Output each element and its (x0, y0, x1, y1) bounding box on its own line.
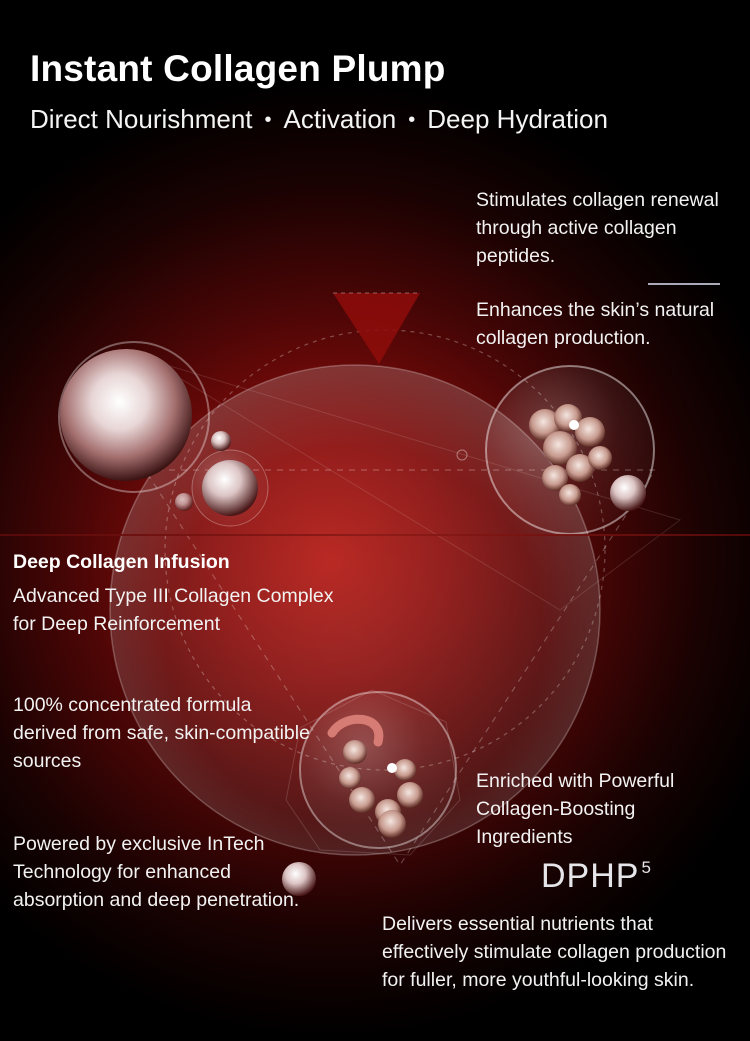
feature-2: Activation (283, 104, 397, 134)
bottom-right-text-2: Delivers essential nutrients that effect… (382, 913, 727, 991)
glass-orb-bottom (299, 691, 457, 849)
page-title: Instant Collagen Plump (30, 48, 446, 89)
top-right-text-1: Stimulates collagen renewal through acti… (476, 189, 719, 267)
top-right-text-2: Enhances the skin’s natural collagen pro… (476, 299, 715, 349)
orb-ring-left (58, 341, 210, 493)
subtitle-features: Direct Nourishment • Activation • Deep Hydra… (30, 104, 608, 135)
molecule-chain-bottom (327, 714, 423, 838)
red-triangle-marker (333, 293, 420, 364)
left-text-1: Advanced Type III Collagen Complex for D… (13, 585, 334, 635)
feature-1: Direct Nourishment (30, 104, 253, 134)
left-heading: Deep Collagen Infusion (13, 551, 230, 573)
dphp-logo-superscript: 5 (641, 857, 652, 877)
horizon-line (0, 534, 750, 536)
pearl-sphere-bottom (282, 862, 316, 896)
bottom-right-text-1: Enriched with Powerful Collagen-Boosting… (476, 770, 675, 848)
pearl-sphere-tiny-2 (175, 493, 193, 511)
molecule-cluster-right (529, 404, 612, 506)
left-text-3: Powered by exclusive InTech Technology f… (13, 833, 300, 911)
dphp-logo-main: DPHP (541, 857, 640, 895)
connector-node (456, 449, 468, 461)
pearl-sphere-large (60, 349, 192, 481)
pearl-sphere-right (610, 475, 646, 511)
dashed-triangle (143, 469, 657, 867)
faint-triangle (149, 359, 682, 611)
separator-dot: • (408, 109, 416, 131)
top-right-divider (648, 283, 720, 285)
feature-3: Deep Hydration (427, 104, 608, 134)
pearl-sphere-tiny (211, 431, 231, 451)
separator-dot: • (264, 109, 272, 131)
pearl-sphere-medium (202, 460, 258, 516)
left-text-2: 100% concentrated formula derived from s… (13, 694, 310, 772)
